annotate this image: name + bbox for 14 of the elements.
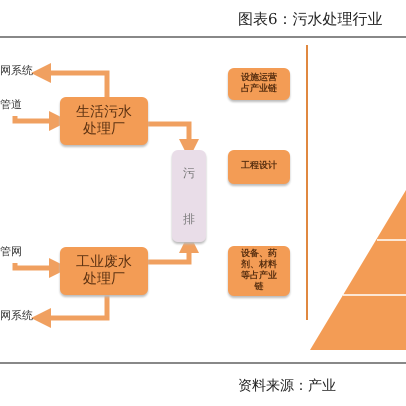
- process-box: 设备、药剂、材料等占产业链: [228, 246, 290, 296]
- label-text: 管网: [0, 245, 30, 263]
- arrow: [31, 63, 110, 97]
- label-text: 网系统: [0, 309, 40, 327]
- source-note: 资料来源：产业: [238, 377, 336, 395]
- process-box: 设施运营占产业链: [228, 68, 290, 100]
- label-text: 管道: [0, 98, 30, 116]
- process-box: 生活污水处理厂: [60, 97, 148, 145]
- title: 图表6：污水处理行业: [238, 10, 383, 29]
- process-box: 污 排: [172, 150, 206, 242]
- label-text: 网系统: [0, 64, 40, 82]
- arrow: [31, 295, 110, 328]
- process-box: 工程设计: [228, 150, 290, 184]
- process-box: 工业废水处理厂: [60, 247, 148, 295]
